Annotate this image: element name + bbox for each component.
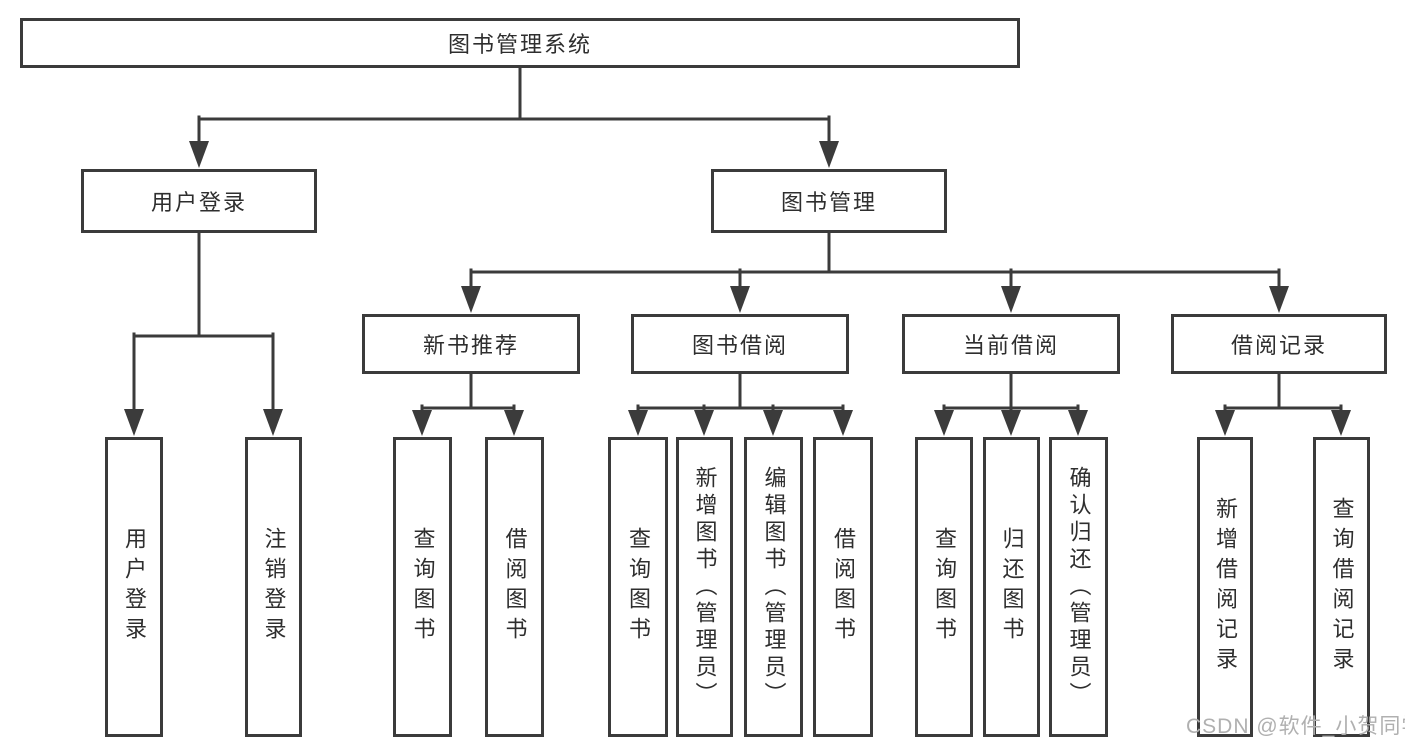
connector-book-mgmt-to-level3 bbox=[461, 231, 1289, 313]
arrowhead bbox=[763, 410, 783, 436]
node-leaf-add-book-label: 新增图书（管理员） bbox=[692, 465, 718, 709]
node-current-borrow: 当前借阅 bbox=[902, 314, 1120, 374]
node-root-label: 图书管理系统 bbox=[447, 32, 592, 57]
node-leaf-borrow-book-2-label: 借阅图书 bbox=[831, 527, 856, 647]
node-borrow-records: 借阅记录 bbox=[1171, 314, 1387, 374]
node-leaf-query-record-label: 查询借阅记录 bbox=[1329, 497, 1355, 677]
arrowhead bbox=[189, 141, 209, 168]
node-leaf-borrow-book-1-label: 借阅图书 bbox=[502, 527, 528, 647]
arrowhead bbox=[461, 286, 481, 313]
arrowhead bbox=[1001, 410, 1021, 436]
arrowhead bbox=[934, 410, 954, 436]
node-leaf-logout-label: 注销登录 bbox=[261, 527, 287, 647]
arrowhead bbox=[833, 410, 853, 436]
arrowhead bbox=[730, 286, 750, 313]
connector-book-borrow-to-leaves bbox=[628, 372, 853, 436]
connector-borrow-records-to-leaves bbox=[1215, 372, 1351, 436]
node-leaf-query-record: 查询借阅记录 bbox=[1313, 437, 1370, 737]
node-borrow-records-label: 借阅记录 bbox=[1230, 333, 1327, 358]
node-leaf-add-record-label: 新增借阅记录 bbox=[1213, 497, 1238, 677]
csdn-watermark: CSDN @软件_小贺同学 bbox=[1186, 715, 1405, 738]
node-new-book-rec-label: 新书推荐 bbox=[422, 333, 519, 358]
node-leaf-query-book-2-label: 查询图书 bbox=[626, 527, 651, 647]
arrowhead bbox=[412, 410, 432, 436]
node-book-mgmt: 图书管理 bbox=[711, 169, 947, 233]
node-leaf-add-record: 新增借阅记录 bbox=[1197, 437, 1253, 737]
arrowhead bbox=[628, 410, 648, 436]
node-root: 图书管理系统 bbox=[20, 18, 1020, 68]
node-leaf-return-book-label: 归还图书 bbox=[999, 527, 1025, 647]
connector-new-book-rec-to-leaves bbox=[412, 372, 524, 436]
node-leaf-confirm-return: 确认归还（管理员） bbox=[1049, 437, 1108, 737]
arrowhead bbox=[124, 409, 144, 436]
node-leaf-borrow-book-1: 借阅图书 bbox=[485, 437, 544, 737]
connector-current-borrow-to-leaves bbox=[934, 372, 1088, 436]
node-leaf-query-book-3-label: 查询图书 bbox=[932, 527, 957, 647]
node-leaf-add-book: 新增图书（管理员） bbox=[676, 437, 733, 737]
node-user-login-label: 用户登录 bbox=[150, 190, 247, 215]
node-book-borrow-label: 图书借阅 bbox=[691, 333, 788, 358]
node-book-borrow: 图书借阅 bbox=[631, 314, 849, 374]
node-book-mgmt-label: 图书管理 bbox=[780, 190, 877, 215]
arrowhead bbox=[819, 141, 839, 168]
arrowhead bbox=[1001, 286, 1021, 313]
arrowhead bbox=[1269, 286, 1289, 313]
node-leaf-confirm-return-label: 确认归还（管理员） bbox=[1066, 465, 1092, 709]
arrowhead bbox=[263, 409, 283, 436]
arrowhead bbox=[504, 410, 524, 436]
node-leaf-return-book: 归还图书 bbox=[983, 437, 1040, 737]
connector-user-login-to-leaves bbox=[124, 231, 283, 436]
node-user-login: 用户登录 bbox=[81, 169, 317, 233]
node-leaf-query-book-1: 查询图书 bbox=[393, 437, 452, 737]
node-leaf-query-book-1-label: 查询图书 bbox=[410, 527, 436, 647]
node-leaf-user-login-label: 用户登录 bbox=[122, 527, 147, 647]
node-leaf-logout: 注销登录 bbox=[245, 437, 302, 737]
arrowhead bbox=[694, 410, 714, 436]
node-leaf-borrow-book-2: 借阅图书 bbox=[813, 437, 873, 737]
arrowhead bbox=[1215, 410, 1235, 436]
node-leaf-edit-book-label: 编辑图书（管理员） bbox=[761, 465, 787, 709]
node-leaf-query-book-2: 查询图书 bbox=[608, 437, 668, 737]
connector-root-to-level2 bbox=[189, 65, 839, 168]
node-current-borrow-label: 当前借阅 bbox=[962, 333, 1059, 358]
node-leaf-edit-book: 编辑图书（管理员） bbox=[744, 437, 803, 737]
node-new-book-rec: 新书推荐 bbox=[362, 314, 580, 374]
arrowhead bbox=[1068, 410, 1088, 436]
node-leaf-user-login: 用户登录 bbox=[105, 437, 163, 737]
arrowhead bbox=[1331, 410, 1351, 436]
node-leaf-query-book-3: 查询图书 bbox=[915, 437, 973, 737]
